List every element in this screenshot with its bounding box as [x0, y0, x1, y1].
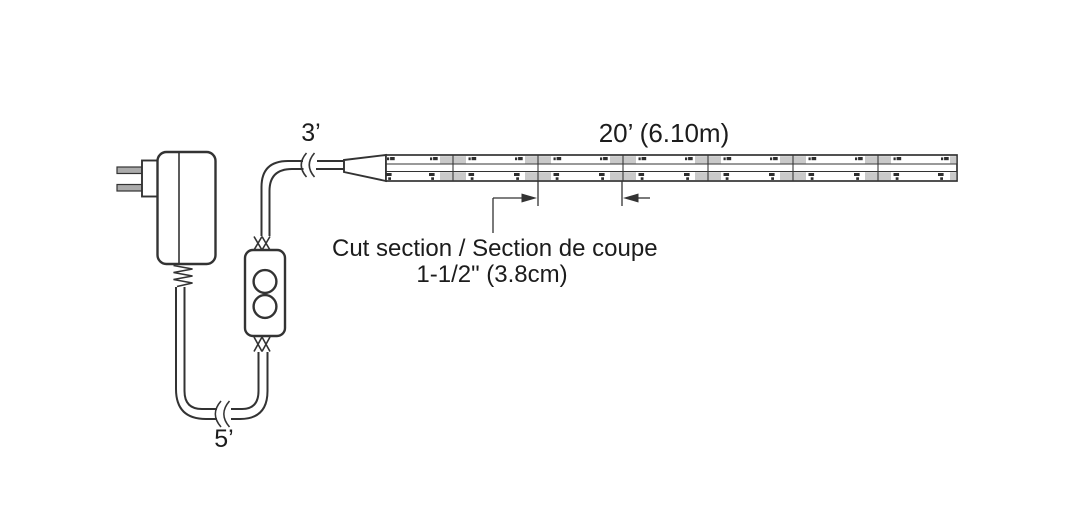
label-cord-3ft: 3’ [301, 119, 321, 147]
dimension-arrow-left-head [521, 193, 537, 203]
cut-section-line1: Cut section / Section de coupe [332, 235, 658, 262]
controller-strain-relief-bottom [253, 336, 271, 352]
cut-section-line2: 1-1/2" (3.8cm) [416, 261, 568, 288]
cord-upper-inner-line [268, 168, 344, 236]
controller [243, 236, 287, 352]
plug-prong-bottom [116, 183, 146, 192]
cord-upper-outer-line [260, 160, 344, 236]
label-strip-20ft: 20’ (6.10m) [598, 118, 730, 148]
controller-strain-relief-top [253, 236, 271, 251]
led-strip [343, 153, 958, 183]
cable-break-lower-icon [214, 400, 231, 428]
strip-start-mark-top [387, 157, 395, 161]
cord-lower-inner-line [183, 287, 260, 410]
cable-break-upper-icon [300, 152, 316, 178]
adapter-body [156, 150, 217, 266]
strip-end-pad-top [950, 156, 957, 164]
cord-controller-to-strip [260, 152, 344, 236]
label-cord-5ft: 5’ [214, 425, 234, 453]
cord-adapter-to-controller [175, 287, 269, 428]
controller-button-bottom [252, 293, 278, 320]
dimension-arrow-right-head [623, 193, 639, 203]
cut-section-text: Cut section / Section de coupe 1-1/2" (3… [332, 235, 658, 288]
plug-prong-top [116, 166, 146, 175]
strip-connector [343, 153, 387, 183]
controller-button-top [252, 268, 278, 295]
power-adapter [116, 150, 217, 288]
cut-section-callout [492, 181, 650, 233]
cord-lower-outer-line [175, 287, 269, 420]
strip-end-pad-bottom [950, 172, 957, 180]
adapter-strain-relief [173, 264, 193, 288]
strip-end-mark-top [941, 157, 949, 161]
